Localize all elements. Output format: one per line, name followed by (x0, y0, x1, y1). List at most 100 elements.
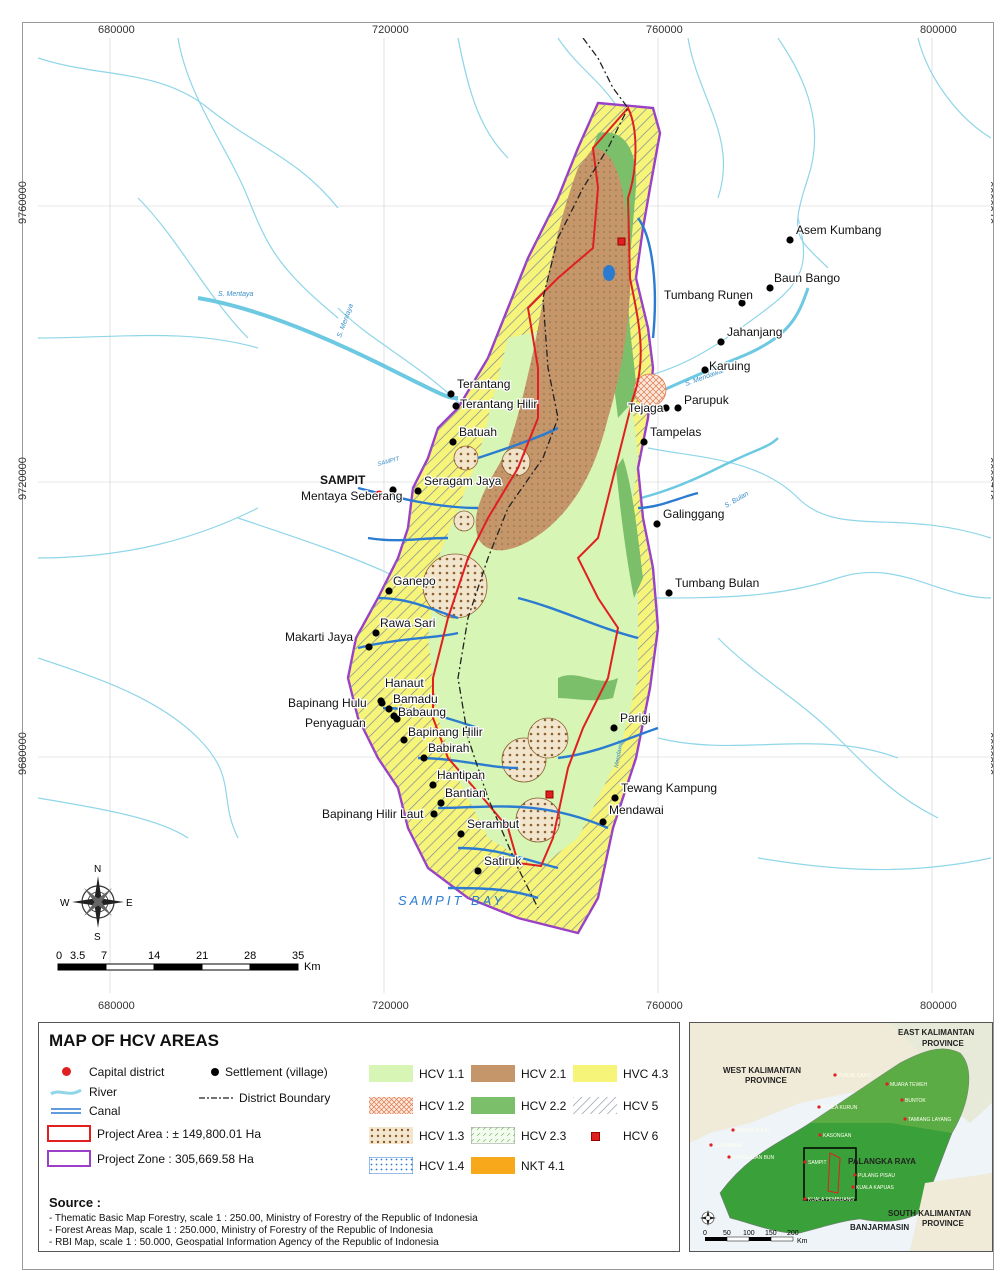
legend-label: Capital district (89, 1065, 165, 1079)
hcv13-areas (422, 445, 569, 843)
inset-scale-unit: Km (797, 1238, 808, 1245)
settlement-marker (599, 818, 607, 826)
settlement-marker (701, 366, 709, 374)
project-area (432, 106, 642, 868)
hcv12-area (633, 373, 667, 407)
legend-label: Settlement (village) (225, 1065, 328, 1079)
capital-label: SAMPIT (320, 473, 366, 487)
inset-town-marker (817, 1105, 821, 1109)
inset-scale-bar: 0 50 100 150 200 Km (703, 1230, 808, 1245)
compass-e: E (126, 898, 133, 909)
inset-label: WEST KALIMANTAN (723, 1066, 801, 1075)
settlement-marker (414, 487, 422, 495)
capital-dot-icon (49, 1065, 83, 1079)
hcv6-marker (545, 790, 554, 799)
settlement-label: Bapinang Hulu (288, 696, 367, 710)
legend-label: Project Area : ± 149,800.01 Ha (97, 1126, 262, 1141)
inset-scale-tick: 150 (765, 1230, 777, 1237)
settlement-label: Jahanjang (727, 325, 782, 339)
bay-label: SAMPIT BAY (398, 893, 505, 908)
legend-label: Project Zone : 305,669.58 Ha (97, 1151, 254, 1166)
inset-town-label: KUALA PEMBUANG (808, 1197, 854, 1203)
settlement-label: Terantang Hilir (460, 397, 537, 411)
settlement-label: Penyaguan (305, 716, 366, 730)
settlement-label: Parigi (620, 711, 651, 725)
inset-town-marker (727, 1155, 731, 1159)
inset-scale-tick: 0 (703, 1230, 707, 1237)
inset-town-label: PURUK CAHU (838, 1073, 871, 1079)
source-line: - Forest Areas Map, scale 1 : 250.000, M… (49, 1225, 434, 1236)
inset-town-label: PULANG PISAU (858, 1173, 895, 1179)
legend-label: HCV 1.3 (419, 1128, 465, 1143)
settlement-label: Seragam Jaya (424, 474, 502, 488)
hcv-map: S. Mentaya S. Mentaya S. Mendawai SAMPIT… (38, 38, 991, 993)
legend-title: MAP OF HCV AREAS (49, 1031, 220, 1050)
settlement-marker (365, 643, 373, 651)
inset-town-label: KASONGAN (823, 1133, 852, 1139)
settlement-marker (429, 781, 437, 789)
inset-town-label: PANGKALAN BUN (732, 1155, 775, 1161)
compass-s: S (94, 932, 101, 943)
settlement-label: Galinggang (663, 507, 724, 521)
inset-town-marker (833, 1073, 837, 1077)
inset-label: PROVINCE (922, 1039, 964, 1048)
x-tick-top: 800000 (920, 24, 957, 36)
settlement-label: Bamadu (393, 692, 438, 706)
legend-hcv22: HCV 2.2 (471, 1097, 566, 1114)
settlement-label: Asem Kumbang (796, 223, 881, 237)
y-tick-left: 9680000 (17, 732, 29, 775)
inset-label: PROVINCE (922, 1219, 964, 1228)
settlement-marker (738, 299, 746, 307)
settlement-marker (393, 715, 401, 723)
legend-hcv6: HCV 6 (573, 1127, 658, 1144)
scale-tick: 21 (196, 950, 208, 962)
legend-hvc43: HVC 4.3 (573, 1065, 668, 1082)
settlement-marker (457, 830, 465, 838)
inset-town-marker (803, 1160, 807, 1164)
scale-bar: 0 3.5 7 14 21 28 35 Km (56, 950, 321, 973)
inset-town-marker (818, 1133, 822, 1137)
settlement-marker (389, 486, 397, 494)
inset-label: SOUTH KALIMANTAN (888, 1209, 971, 1218)
settlement-marker (653, 520, 661, 528)
legend-nkt41: NKT 4.1 (471, 1157, 565, 1174)
settlement-label: Tampelas (650, 425, 701, 439)
settlement-label: Tejaga (628, 401, 664, 415)
y-tick-left: 9720000 (17, 457, 29, 500)
compass-rose-icon: N S E W (60, 864, 133, 943)
inset-town-marker (731, 1128, 735, 1132)
settlement-marker (452, 402, 460, 410)
settlement-marker (430, 810, 438, 818)
x-tick-bottom: 800000 (920, 1000, 957, 1012)
hcv23-swatch (471, 1127, 515, 1144)
settlement-label: Baun Bango (774, 271, 840, 285)
settlement-label: Serambut (467, 817, 520, 831)
legend-label: HCV 1.2 (419, 1098, 465, 1113)
mentaya-river (197, 296, 459, 400)
settlement-label: Babaung (398, 705, 446, 719)
inset-label: BANJARMASIN (850, 1223, 909, 1232)
settlement-marker (474, 867, 482, 875)
settlement-label: Bapinang Hilir (408, 725, 483, 739)
settlement-marker (372, 629, 380, 637)
inset-town-label: SUKAMARA (714, 1143, 743, 1149)
compass-w: W (60, 898, 70, 909)
inset-town-marker (851, 1185, 855, 1189)
settlement-label: Bantian (445, 786, 486, 800)
settlement-marker (717, 338, 725, 346)
hcv22-area (616, 458, 643, 598)
inset-scale-tick: 200 (787, 1230, 799, 1237)
district-boundary (457, 38, 629, 909)
inset-town-label: KUALA KAPUAS (856, 1185, 894, 1191)
compass-n: N (94, 864, 101, 875)
inset-town-marker (900, 1098, 904, 1102)
settlement-dot-icon (211, 1068, 219, 1076)
inset-town-label: KUALA KURUN (822, 1105, 858, 1111)
river-label: S. Mentaya (218, 291, 254, 298)
inset-scale-tick: 100 (743, 1230, 755, 1237)
inset-town-label: MUARA TEWEH (890, 1082, 928, 1088)
inset-locator-map: EAST KALIMANTAN PROVINCE WEST KALIMANTAN… (689, 1022, 993, 1252)
settlement-label: Karuing (709, 359, 750, 373)
inset-town-label: NANGA BULIK (736, 1128, 770, 1134)
